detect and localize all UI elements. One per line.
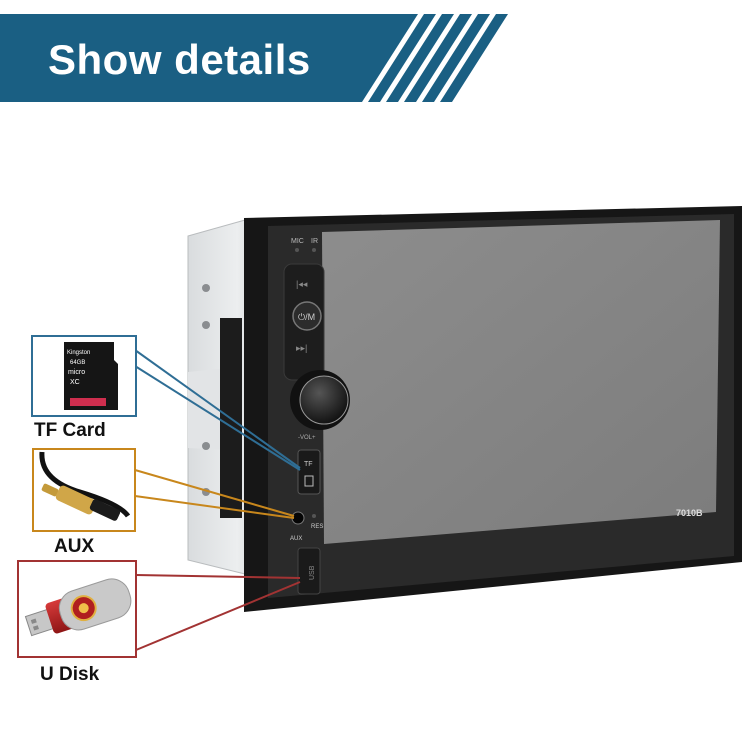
next-button[interactable]: ▸▸| — [296, 343, 307, 353]
banner-shape — [0, 14, 508, 102]
res-label: RES — [311, 524, 323, 530]
control-panel: MIC IR |◂◂ ⏻/M ▸▸| — [283, 238, 325, 381]
mic-label: MIC — [291, 238, 304, 245]
usb-port[interactable]: USB — [297, 547, 321, 595]
sd-capacity: 64GB — [70, 360, 85, 366]
touch-screen[interactable] — [322, 220, 720, 544]
sd-micro: micro — [68, 369, 85, 376]
vol-label: -VOL+ — [298, 435, 316, 441]
power-mode-button[interactable]: ⏻/M — [292, 301, 322, 331]
usb-port-label: USB — [309, 565, 316, 580]
tf-card-callout: Kingston 64GB micro XC — [31, 335, 137, 417]
sd-card-icon: Kingston 64GB micro XC — [64, 342, 118, 410]
svg-text:⏻/M: ⏻/M — [298, 312, 315, 322]
aux-callout — [32, 448, 136, 532]
aux-jack[interactable]: AUX RES — [290, 511, 323, 542]
tf-card-label: TF Card — [34, 420, 106, 441]
aux-cable-icon — [39, 451, 131, 521]
usb-drive-icon — [24, 578, 132, 637]
ir-label: IR — [311, 238, 318, 245]
model-label: 7010B — [676, 508, 703, 518]
volume-knob[interactable]: -VOL+ — [290, 370, 350, 441]
sd-brand: Kingston — [67, 350, 90, 356]
udisk-callout-lines — [135, 574, 301, 651]
page-title: Show details — [48, 36, 311, 83]
aux-port-label: AUX — [290, 536, 302, 542]
aux-callout-lines — [134, 469, 295, 519]
tf-callout-lines — [134, 349, 301, 471]
u-disk-label: U Disk — [40, 664, 100, 685]
udisk-callout — [17, 560, 137, 658]
tf-slot[interactable]: TF — [297, 449, 321, 495]
svg-text:|◂◂: |◂◂ — [296, 279, 308, 289]
svg-text:▸▸|: ▸▸| — [296, 343, 307, 353]
sd-class: XC — [70, 379, 80, 386]
prev-button[interactable]: |◂◂ — [296, 279, 308, 289]
tf-slot-label: TF — [304, 461, 313, 468]
aux-label: AUX — [54, 536, 95, 557]
